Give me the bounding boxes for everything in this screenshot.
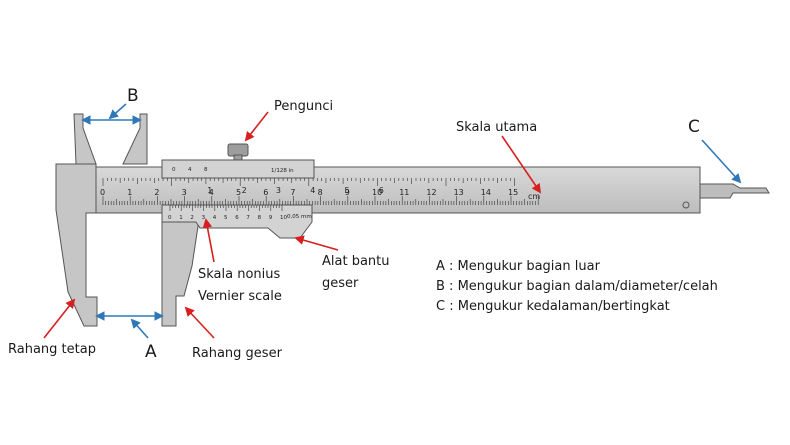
beam-screw (682, 201, 690, 209)
arrow-rahang-tetap (43, 298, 76, 339)
vernier-scale-number: 3 (202, 215, 206, 221)
vernier-scale-number: 1 (179, 215, 183, 221)
label-pengunci: Pengunci (274, 99, 333, 114)
vernier-scale-number: 4 (213, 215, 217, 221)
main-scale-ticks (102, 196, 539, 205)
legend-b: B : Mengukur bagian dalam/diameter/celah (436, 279, 718, 294)
sliding-jaw (161, 212, 201, 327)
inch-scale-number: 4 (310, 186, 315, 195)
main-scale-number: 2 (154, 188, 159, 197)
main-scale-number: 1 (127, 188, 132, 197)
vernier-scale-number: 0 (168, 215, 172, 221)
vernier-scale-ticks (169, 205, 283, 211)
label-skala-nonius: Skala nonius (198, 267, 281, 282)
arrow-c-pointer (701, 139, 742, 184)
main-scale-number: 10 (372, 188, 382, 197)
label-c: C (688, 117, 700, 137)
main-scale-number: 14 (481, 188, 491, 197)
vernier-scale-number: 9 (269, 215, 273, 221)
main-scale-number: 12 (426, 188, 436, 197)
arrow-rahang-geser (184, 306, 215, 339)
arrow-skala-utama (501, 135, 542, 194)
label-vernier-scale: Vernier scale (198, 289, 282, 304)
slider-small-number: 4 (188, 167, 192, 173)
inch-scale-number: 1 (207, 186, 212, 195)
slider-small-number: 8 (204, 167, 208, 173)
main-scale-number: 6 (263, 188, 268, 197)
inch-scale-number: 2 (242, 186, 247, 195)
arrow-skala-nonius (202, 218, 215, 263)
legend: A : Mengukur bagian luar B : Mengukur ba… (436, 259, 718, 314)
main-scale-number: 15 (508, 188, 518, 197)
depth-rod (699, 183, 770, 199)
main-scale-number: 13 (454, 188, 464, 197)
inch-scale-number: 3 (276, 186, 281, 195)
main-scale-number: 8 (318, 188, 323, 197)
main-scale-number: 7 (290, 188, 295, 197)
fixed-jaw (55, 163, 98, 327)
vernier-scale-number: 2 (190, 215, 194, 221)
label-rahang-tetap: Rahang tetap (8, 342, 96, 357)
main-scale-number: 11 (399, 188, 409, 197)
main-scale-number: 5 (236, 188, 241, 197)
main-scale-number: 3 (182, 188, 187, 197)
legend-c: C : Mengukur kedalaman/bertingkat (436, 299, 670, 314)
vernier-scale-number: 7 (246, 215, 250, 221)
inch-fraction-label: 1/128 in (271, 168, 294, 174)
inch-scale-ticks (102, 178, 515, 186)
arrow-b-pointer (108, 103, 127, 120)
inch-scale-number: 5 (345, 186, 350, 195)
locking-screw (227, 143, 249, 157)
label-alat-bantu-2: geser (322, 276, 359, 291)
vernier-scale-number: 6 (235, 215, 239, 221)
legend-a: A : Mengukur bagian luar (436, 259, 601, 274)
arrow-pengunci (244, 111, 269, 142)
main-scale-number: 0 (100, 188, 105, 197)
fixed-upper-jaw (73, 113, 97, 165)
label-rahang-geser: Rahang geser (192, 346, 283, 361)
slider-small-number: 0 (172, 167, 176, 173)
label-alat-bantu-1: Alat bantu (322, 254, 390, 269)
vernier-plate (161, 204, 313, 239)
vernier-scale-number: 10 (280, 215, 287, 221)
label-skala-utama: Skala utama (456, 120, 537, 135)
label-b: B (127, 86, 139, 106)
vernier-note: 0,05 mm (287, 214, 312, 220)
inch-scale-number: 6 (379, 186, 384, 195)
main-scale-number: 4 (209, 188, 214, 197)
label-a: A (145, 342, 157, 362)
vernier-scale-numbers: 0 1 2 3 4 5 6 7 8 9 10 (168, 215, 287, 221)
vernier-scale-number: 8 (258, 215, 262, 221)
vernier-scale-number: 5 (224, 215, 228, 221)
arrow-a-pointer (130, 318, 149, 339)
slider-small-numbers: 0 4 8 (172, 167, 208, 173)
locking-screw-neck (233, 154, 243, 161)
sliding-upper-jaw (122, 113, 148, 165)
unit-cm: cm (528, 192, 540, 201)
arrow-alat-bantu (294, 235, 339, 251)
main-scale-number: 9 (345, 188, 350, 197)
inch-scale-numbers: 1 2 3 4 5 6 (207, 186, 384, 195)
